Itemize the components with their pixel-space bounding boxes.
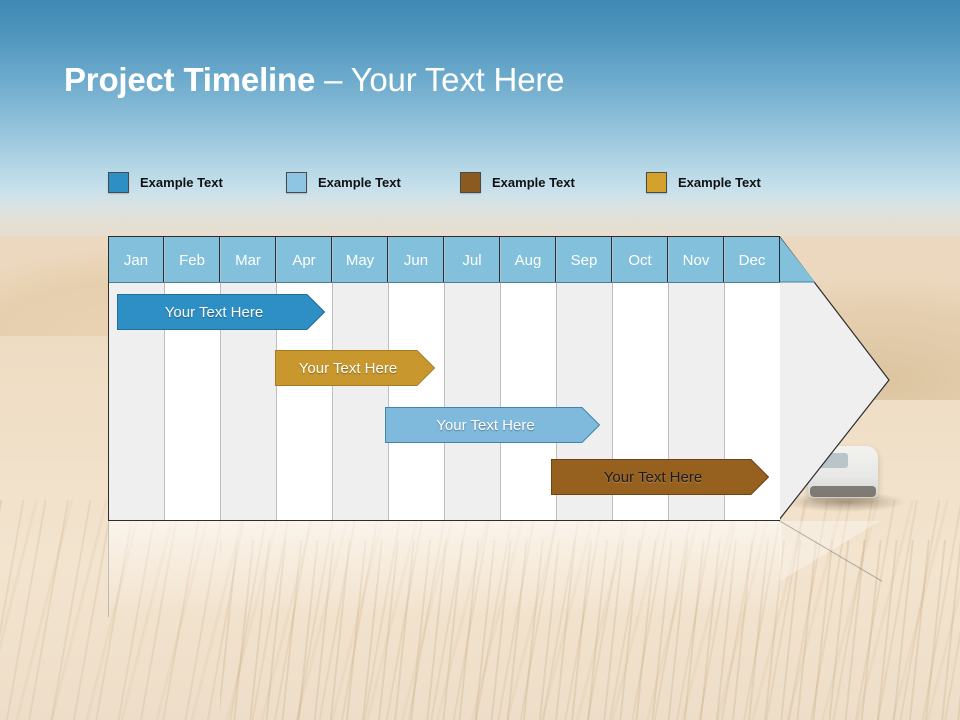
legend-label-4: Example Text [678, 174, 761, 190]
month-header-mar[interactable]: Mar [221, 237, 276, 283]
task-bar-label-1: Your Text Here [164, 303, 264, 321]
legend-label-2: Example Text [318, 174, 401, 190]
task-bar-label-3: Your Text Here [436, 416, 535, 434]
task-bar-shape-3 [385, 407, 600, 443]
legend-swatch-icon-2 [286, 171, 307, 193]
page-title: Project Timeline – Your Text Here [64, 58, 564, 102]
task-bar-4[interactable]: Your Text Here [551, 459, 769, 495]
legend-item-2[interactable]: Example Text [286, 168, 401, 196]
month-column-jul: Jul [445, 237, 501, 520]
legend-swatch-icon-3 [460, 171, 481, 193]
legend-label-1: Example Text [140, 174, 223, 190]
month-column-jan: Jan [109, 237, 165, 520]
month-header-jul[interactable]: Jul [445, 237, 500, 283]
month-column-mar: Mar [221, 237, 277, 520]
task-bar-2[interactable]: Your Text Here [275, 350, 435, 386]
page-title-light: – Your Text Here [315, 61, 565, 98]
legend-item-1[interactable]: Example Text [108, 168, 223, 196]
legend-item-4[interactable]: Example Text [646, 168, 761, 196]
month-header-feb[interactable]: Feb [165, 237, 220, 283]
legend-swatch-icon-4 [646, 171, 667, 193]
month-column-jun: Jun [389, 237, 445, 520]
task-bar-3[interactable]: Your Text Here [385, 407, 600, 443]
chart-arrow-point [779, 236, 891, 521]
month-header-jun[interactable]: Jun [389, 237, 444, 283]
chart-reflection [108, 521, 781, 617]
month-header-dec[interactable]: Dec [725, 237, 780, 283]
month-column-oct: Oct [613, 237, 669, 520]
month-column-dec: Dec [725, 237, 780, 520]
month-header-nov[interactable]: Nov [669, 237, 724, 283]
month-header-apr[interactable]: Apr [277, 237, 332, 283]
month-column-aug: Aug [501, 237, 557, 520]
month-header-oct[interactable]: Oct [613, 237, 668, 283]
month-header-aug[interactable]: Aug [501, 237, 556, 283]
task-bar-shape-2 [275, 350, 435, 386]
task-bar-label-4: Your Text Here [603, 468, 703, 486]
task-bar-shape-1 [117, 294, 325, 330]
legend: Example Text Example Text Example Text E… [108, 168, 868, 196]
task-bar-label-2: Your Text Here [298, 359, 398, 377]
legend-label-3: Example Text [492, 174, 575, 190]
task-bar-1[interactable]: Your Text Here [117, 294, 325, 330]
month-header-sep[interactable]: Sep [557, 237, 612, 283]
month-header-may[interactable]: May [333, 237, 388, 283]
month-header-jan[interactable]: Jan [109, 237, 164, 283]
legend-swatch-icon-1 [108, 171, 129, 193]
task-bar-shape-4 [551, 459, 769, 495]
legend-item-3[interactable]: Example Text [460, 168, 575, 196]
page-title-strong: Project Timeline [64, 61, 316, 98]
month-column-feb: Feb [165, 237, 221, 520]
chart-reflection-edge [779, 520, 883, 586]
